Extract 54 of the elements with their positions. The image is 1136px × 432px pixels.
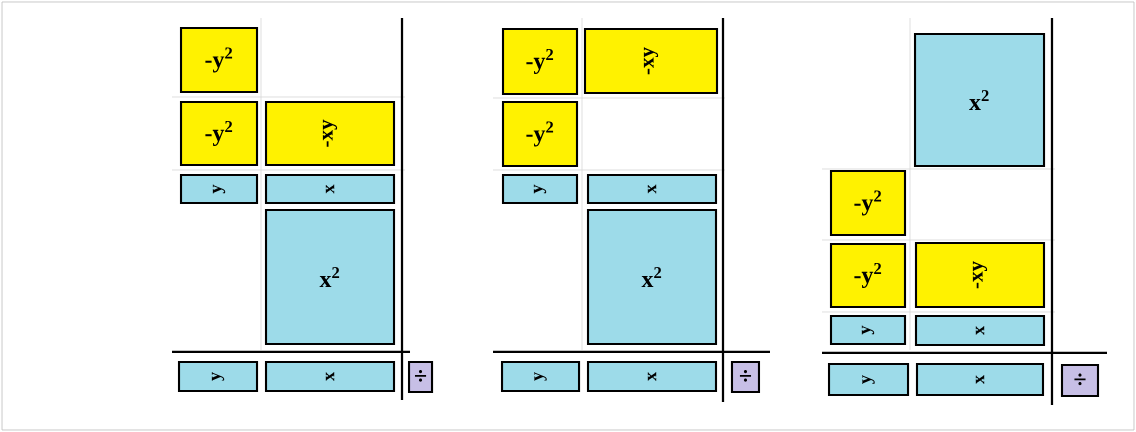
algebra-tile [915,362,1045,397]
algebra-tile [586,360,718,393]
tile-label: -y$^{2}$ [526,48,554,74]
algebra-tile [500,360,581,393]
tile-label: y [212,184,226,194]
algebra-tile [264,208,396,346]
algebra-tile [177,360,259,393]
tile-label: x [975,326,985,335]
algebra-tile [829,169,907,237]
algebra-tile [914,241,1046,309]
tile-label: -y$^{2}$ [205,120,233,146]
tile-label: -xy [322,119,338,147]
algebra-tile [264,360,396,393]
algebra-tile [586,173,718,205]
algebra-tile [586,208,718,346]
tile-label: x [647,184,657,194]
tile-label: -xy [643,47,659,75]
algebra-tile [179,26,259,94]
tile-label: x [647,372,657,381]
tile-label: -y$^{2}$ [854,262,882,288]
tile-label: ÷ [415,370,427,382]
tile-label: ÷ [739,370,752,382]
tile-label: -y$^{2}$ [854,190,882,216]
algebra-tile [264,173,396,205]
algebra-tile [914,314,1046,347]
division-tile [730,360,761,394]
tile-label: x$^{2}$ [969,90,989,110]
algebra-tile [501,173,579,205]
tile-label: x [325,184,335,194]
algebra-tile [829,242,907,309]
algebra-tile [501,100,579,168]
algebra-tile [829,314,907,346]
algebra-tile [913,32,1046,168]
tile-label: x [325,372,335,381]
tile-label: y [534,372,547,381]
tile-label: x$^{2}$ [319,267,340,287]
tile-label: -y$^{2}$ [526,121,554,147]
algebra-tile [827,362,910,397]
division-tile [407,360,434,394]
algebra-tile [179,100,259,167]
tile-label: y [211,372,225,381]
tile-label: x$^{2}$ [641,267,662,287]
tile-label: y [862,375,875,384]
tile-label: y [861,325,875,335]
tile-label: -y$^{2}$ [205,47,233,73]
algebra-tile [264,100,396,167]
algebra-tile [501,27,579,96]
algebra-tile [583,27,719,95]
tile-label: -xy [972,261,988,289]
tile-label: x [975,375,985,384]
algebra-tile [179,173,259,205]
division-tile [1060,363,1100,397]
tile-label: ÷ [1074,373,1086,386]
tile-label: y [533,184,547,194]
